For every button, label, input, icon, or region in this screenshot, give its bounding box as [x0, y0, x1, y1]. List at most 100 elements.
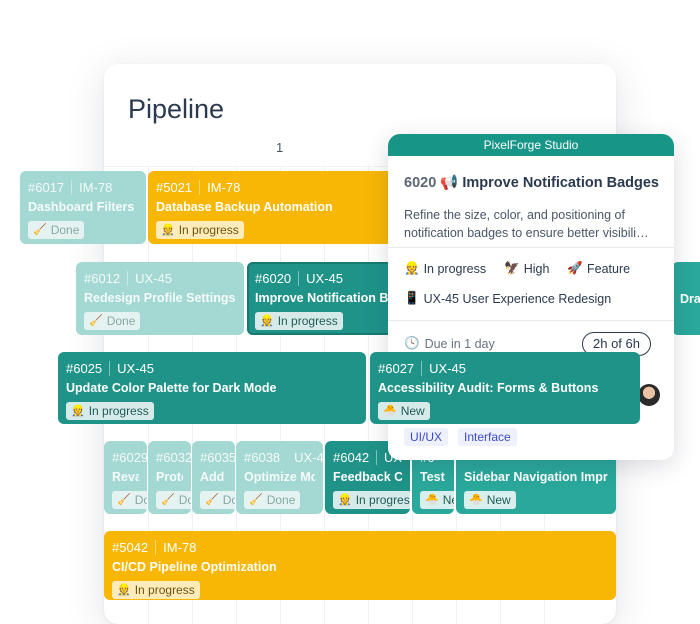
broom-icon: 🧹	[33, 224, 47, 236]
hatching-icon: 🐣	[425, 494, 439, 506]
status-badge: 🐣New	[464, 491, 516, 509]
task-title: CI/CD Pipeline Optimization	[112, 560, 277, 574]
broom-icon: 🧹	[249, 494, 263, 506]
clock-icon: 🕓	[404, 336, 420, 350]
status-badge: 👷In progress	[255, 312, 343, 330]
broom-icon: 🧹	[89, 315, 103, 327]
eagle-icon: 🦅	[504, 261, 520, 275]
task-title: Accessibility Audit: Forms & Buttons	[378, 381, 599, 395]
task-id: #6035	[200, 450, 235, 465]
task-description: Refine the size, color, and positioning …	[404, 208, 649, 240]
task-project: UX-45	[135, 271, 173, 286]
status-badge: 🐣Ne	[420, 491, 454, 509]
task-id: #6017	[28, 180, 65, 195]
task-project: IM-78	[79, 180, 113, 195]
task-title: Update Color Palette for Dark Mode	[66, 381, 277, 395]
task-title: Revan	[112, 470, 139, 484]
task-title: Redesign Profile Settings Pa	[84, 291, 236, 305]
task-id: #6042	[333, 450, 370, 465]
broom-icon: 🧹	[161, 494, 175, 506]
status-property[interactable]: 👷In progress	[404, 261, 487, 276]
grid-line	[368, 166, 369, 624]
task-name: Improve Notification Badges	[462, 175, 659, 191]
broom-icon: 🧹	[205, 494, 219, 506]
task-card[interactable]: #6035 Add H 🧹Do	[192, 441, 235, 514]
task-card[interactable]: #6029 Revan 🧹Do	[104, 441, 147, 514]
task-id: #5042	[112, 540, 149, 555]
hatching-icon: 🐣	[383, 405, 397, 417]
task-title: Draw	[680, 292, 700, 306]
worker-icon: 👷	[161, 224, 175, 236]
broom-icon: 🧹	[117, 494, 131, 506]
phone-icon: 📱	[404, 291, 420, 305]
task-title: Sidebar Navigation Improv	[464, 470, 608, 484]
task-id: #6032	[156, 450, 191, 465]
task-title: Feedback Co	[333, 470, 402, 484]
divider	[388, 320, 674, 321]
task-project: IM-78	[207, 180, 241, 195]
worker-icon: 👷	[338, 494, 352, 506]
status-badge: 👷In progress	[66, 402, 154, 420]
task-title: Add H	[200, 470, 227, 484]
status-badge: 🧹Do	[200, 491, 235, 509]
task-project: UX-45	[117, 361, 155, 376]
task-title: Dashboard Filters Pr	[28, 200, 138, 214]
task-id: #6012	[84, 271, 121, 286]
epic-property[interactable]: 📱UX-45 User Experience Redesign	[404, 291, 612, 306]
hatching-icon: 🐣	[469, 494, 483, 506]
worker-icon: 👷	[260, 315, 274, 327]
due-date: 🕓Due in 1 day	[404, 336, 495, 351]
task-card[interactable]: #6027 UX-45 Accessibility Audit: Forms & …	[370, 352, 640, 424]
status-badge: 👷In progress	[112, 581, 200, 599]
megaphone-icon: 📢	[440, 175, 459, 191]
task-id: #5021	[156, 180, 193, 195]
workspace-header: PixelForge Studio	[388, 134, 674, 156]
status-badge: 🧹Done	[84, 312, 141, 330]
task-title: Database Backup Automation	[156, 200, 333, 214]
task-id: #6025	[66, 361, 103, 376]
divider	[388, 247, 674, 248]
type-property[interactable]: 🚀Feature	[567, 261, 631, 276]
worker-icon: 👷	[404, 261, 420, 275]
status-badge: 🧹Do	[112, 491, 147, 509]
task-id: #6020	[255, 271, 292, 286]
task-title: Optimize Mob	[244, 470, 315, 484]
task-id: #6029	[112, 450, 147, 465]
rocket-icon: 🚀	[567, 261, 583, 275]
popup-task-title: 6020 📢 Improve Notification Badges	[404, 174, 659, 191]
page-title: Pipeline	[128, 94, 225, 124]
worker-icon: 👷	[71, 405, 85, 417]
status-badge: 👷In progres	[333, 491, 410, 509]
task-id: #6027	[378, 361, 415, 376]
epic-row: 📱UX-45 User Experience Redesign	[404, 291, 611, 306]
avatar[interactable]	[638, 384, 660, 406]
tag-chip[interactable]: UI/UX	[404, 428, 449, 446]
task-project: UX-45	[429, 361, 467, 376]
task-card[interactable]: #6032 Proto 🧹Do	[148, 441, 191, 514]
task-title: Test M	[420, 470, 446, 484]
timeline-column-label: 1	[276, 140, 284, 155]
task-project: UX-4	[294, 450, 323, 465]
status-badge: 🧹Done	[244, 491, 301, 509]
grid-row-line	[104, 166, 616, 167]
task-title: Improve Notification Ba	[255, 291, 389, 305]
status-badge: 🧹Done	[28, 221, 85, 239]
tag-chip[interactable]: Interface	[458, 428, 517, 446]
task-title: Proto	[156, 470, 183, 484]
task-card[interactable]: #6042UX Feedback Co 👷In progres	[325, 441, 410, 514]
task-card[interactable]: #6017 IM-78 Dashboard Filters Pr 🧹Done	[20, 171, 146, 244]
status-badge: 👷In progress	[156, 221, 244, 239]
task-properties: 👷In progress 🦅High 🚀Feature	[404, 261, 630, 276]
worker-icon: 👷	[117, 584, 131, 596]
task-card[interactable]: #6025 UX-45 Update Color Palette for Dark…	[58, 352, 366, 424]
task-card[interactable]: #5021 IM-78 Database Backup Automation 👷I…	[148, 171, 398, 244]
task-card[interactable]: Draw	[672, 262, 700, 335]
status-badge: 🧹Do	[156, 491, 191, 509]
priority-property[interactable]: 🦅High	[504, 261, 550, 276]
status-badge: 🐣New	[378, 402, 430, 420]
task-number: 6020	[404, 175, 437, 191]
